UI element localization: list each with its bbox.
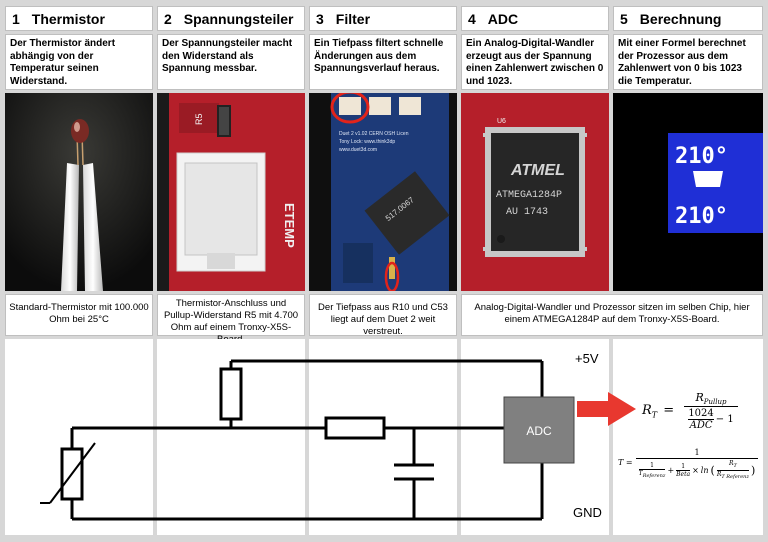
gnd-label: GND [573, 505, 602, 520]
rt-den-top: 1024 [688, 408, 714, 421]
pullup-resistor [219, 367, 243, 421]
vcc-label: +5V [575, 351, 599, 366]
description-spannungsteiler: Der Spannungsteiler macht den Widerstand… [157, 34, 305, 90]
description-thermistor: Der Thermistor ändert abhängig von der T… [5, 34, 153, 90]
formula-rt: RT = RPullup 1024 ADC − 1 [640, 389, 740, 441]
duet-silk-line-2: Tony Lock: www.think3dp [339, 139, 395, 145]
circuit-schematic: ADC +5V GND [40, 351, 636, 521]
filter-photo: Duet 2 v1.02 CERN OSH Licen Tony Lock: w… [309, 93, 457, 291]
rt-numerator: R [695, 391, 704, 404]
etemp-silkscreen: ETEMP [282, 203, 297, 248]
pcb-connector-illustration: R5 ETEMP [157, 93, 305, 291]
duet-silk-line-1: Duet 2 v1.02 CERN OSH Licen [339, 131, 409, 137]
divider-photo: R5 ETEMP [157, 93, 305, 291]
adc-photo: U6 ATMEL ATMEGA1284P AU 1743 [461, 93, 609, 291]
chip-brand: ATMEL [510, 162, 565, 179]
description-adc: Ein Analog-Digital-Wandler erzeugt aus d… [461, 34, 609, 90]
rt-den-mid: ADC [689, 420, 713, 432]
thermistor-photo [5, 93, 153, 291]
adc-label: ADC [526, 424, 552, 438]
filter-resistor [324, 416, 386, 440]
duet-board-illustration: Duet 2 v1.02 CERN OSH Licen Tony Lock: w… [309, 93, 457, 291]
adc-box [503, 396, 575, 464]
circuit-panel-1 [5, 339, 153, 535]
rt-den-minus: − 1 [715, 414, 734, 426]
lcd-display-illustration: 210° 210° [613, 93, 763, 291]
display-temp-top: 210° [675, 144, 728, 169]
chip-model: ATMEGA1284P [496, 190, 562, 201]
caption-divider: Thermistor-Anschluss und Pullup-Widersta… [157, 294, 305, 345]
red-arrow-icon [577, 392, 636, 426]
hotend-icon [693, 171, 723, 187]
formula-t: T = 1 1 TReferenz + 1 Beta × ln ( RT RT … [616, 446, 760, 480]
thermistor-slash [49, 442, 96, 504]
caption-adc: Analog-Digital-Wandler und Prozessor sit… [461, 294, 763, 336]
chip-u6-silkscreen: U6 [497, 118, 506, 125]
duet-silk-line-3: www.duet3d.com [339, 147, 377, 153]
display-temp-bottom: 210° [675, 204, 728, 229]
thermistor-illustration [5, 93, 153, 291]
caption-thermistor: Standard-Thermistor mit 100.000 Ohm bei … [5, 294, 153, 336]
description-filter: Ein Tiefpass filtert schnelle Änderungen… [309, 34, 457, 90]
chip-lot: AU 1743 [506, 207, 548, 218]
t-lhs: T = [618, 458, 633, 467]
caption-filter: Der Tiefpass aus R10 und C53 liegt auf d… [309, 294, 457, 337]
t-numerator: 1 [636, 448, 758, 459]
atmega-chip-illustration: U6 ATMEL ATMEGA1284P AU 1743 [461, 93, 609, 291]
display-photo: 210° 210° [613, 93, 763, 291]
rt-lhs: R [642, 403, 652, 418]
r5-silkscreen: R5 [194, 113, 204, 125]
description-berechnung: Mit einer Formel berechnet der Prozessor… [613, 34, 763, 90]
